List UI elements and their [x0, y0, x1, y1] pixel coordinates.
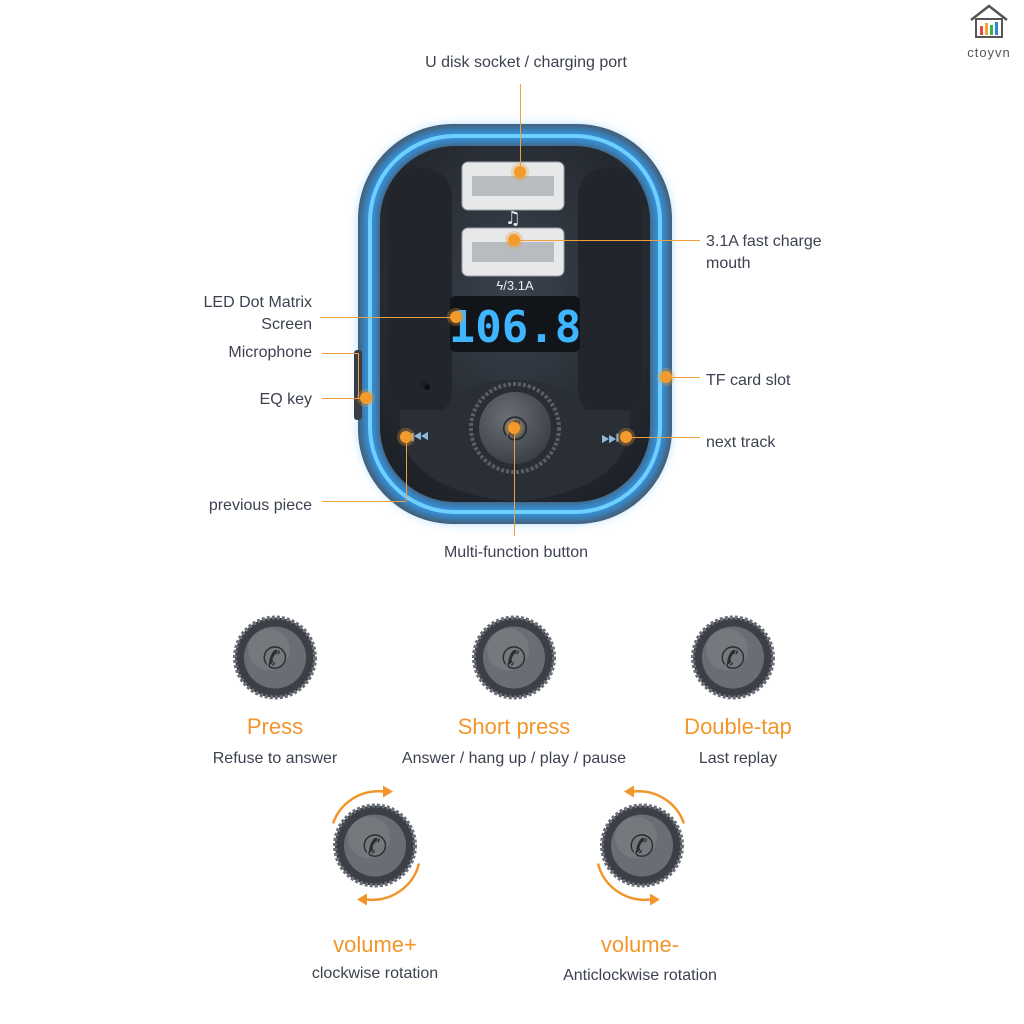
svg-text:✆: ✆: [720, 642, 745, 677]
label-microphone: Microphone: [228, 344, 312, 361]
phone-icon: ✆: [691, 615, 775, 700]
action-desc-press: Refuse to answer: [212, 750, 338, 767]
label-usb-port: U disk socket / charging port: [425, 54, 627, 71]
label-tf-card: TF card slot: [706, 372, 791, 389]
svg-text:✆: ✆: [629, 830, 654, 865]
brand-logo: ctoyvn: [960, 2, 1018, 60]
action-desc-short-press: Answer / hang up / play / pause: [401, 750, 627, 767]
label-eq-key: EQ key: [259, 391, 312, 408]
previous-icon: ⏮: [411, 425, 429, 449]
label-next-track: next track: [706, 434, 776, 451]
music-note-icon: ♫: [505, 208, 521, 229]
car-charger-device: ♫ ϟ/3.1A 106.8 ✆ ⏮ ⏭: [354, 124, 672, 524]
lightning-icon: ϟ/3.1A: [496, 278, 534, 293]
phone-icon: ✆: [596, 785, 686, 906]
label-previous: previous piece: [208, 497, 312, 514]
phone-icon: ✆: [233, 615, 317, 700]
knob-press: ✆: [230, 613, 320, 708]
label-fast-charge: 3.1A fast charge: [706, 233, 822, 250]
action-desc-double-tap: Last replay: [698, 750, 778, 767]
logo-text: ctoyvn: [967, 45, 1011, 60]
knob-short-press: ✆: [469, 613, 559, 708]
knob-volume-up: ✆: [310, 781, 440, 916]
svg-text:✆: ✆: [501, 642, 526, 677]
svg-text:✆: ✆: [362, 830, 387, 865]
action-title-short-press: Short press: [457, 714, 571, 739]
action-desc-volume-up: clockwise rotation: [311, 965, 439, 982]
action-desc-volume-down: Anticlockwise rotation: [563, 967, 717, 984]
fm-display: 106.8: [449, 302, 581, 353]
phone-icon: ✆: [331, 785, 421, 906]
label-multifunction: Multi-function button: [443, 544, 589, 561]
knob-double-tap: ✆: [688, 613, 778, 708]
action-title-press: Press: [246, 714, 304, 739]
svg-text:✆: ✆: [262, 642, 287, 677]
phone-icon: ✆: [472, 615, 556, 700]
label-led-1: LED Dot Matrix: [203, 294, 312, 311]
house-logo-icon: [970, 4, 1008, 38]
label-led-2: Screen: [261, 316, 312, 333]
label-fast-charge-2: mouth: [706, 255, 751, 272]
action-title-double-tap: Double-tap: [684, 714, 792, 739]
knob-volume-down: ✆: [577, 781, 707, 916]
action-title-volume-down: volume-: [600, 932, 680, 957]
next-icon: ⏭: [601, 425, 619, 449]
action-title-volume-up: volume+: [333, 932, 417, 957]
